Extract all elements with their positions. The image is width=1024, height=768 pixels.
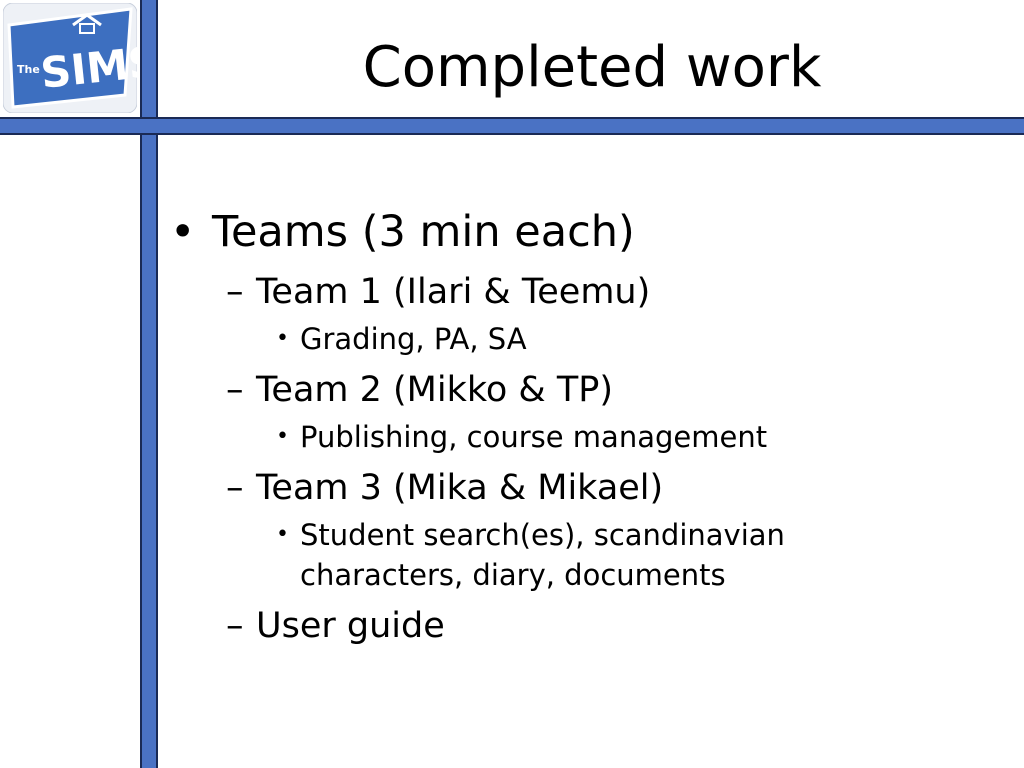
vertical-divider-bar (140, 0, 158, 768)
dash-icon: – (226, 606, 244, 646)
bullet-dot-icon: • (276, 326, 289, 351)
sims-logo-graphic: The SIMS (2, 2, 161, 114)
bullet-text: Publishing, course management (300, 420, 768, 454)
bullet-level3-team2-detail: • Publishing, course management (276, 417, 900, 457)
bullet-level2-user-guide: – User guide (226, 603, 1010, 649)
horizontal-divider-bar (0, 117, 1024, 135)
logo-text-the: The (17, 63, 40, 76)
bullet-level2-team2: – Team 2 (Mikko & TP) (226, 367, 1010, 413)
bullet-level2-team1: – Team 1 (Ilari & Teemu) (226, 269, 1010, 315)
dash-icon: – (226, 272, 244, 312)
house-roof-icon (72, 13, 102, 34)
dash-icon: – (226, 468, 244, 508)
bullet-text: Team 3 (Mika & Mikael) (256, 468, 664, 508)
bullet-level3-team1-detail: • Grading, PA, SA (276, 319, 900, 359)
bullet-text: Student search(es), scandinavian charact… (300, 518, 785, 592)
bullet-text: Teams (3 min each) (212, 207, 635, 257)
bullet-level1-teams: • Teams (3 min each) (170, 205, 1010, 259)
bullet-dot-icon: • (276, 424, 289, 449)
slide-title: Completed work (362, 35, 822, 100)
bullet-level2-team3: – Team 3 (Mika & Mikael) (226, 465, 1010, 511)
bullet-text: Team 2 (Mikko & TP) (256, 370, 613, 410)
sims-logo: The SIMS (2, 2, 161, 114)
slide-content: • Teams (3 min each) – Team 1 (Ilari & T… (170, 205, 1010, 653)
bullet-text: Team 1 (Ilari & Teemu) (256, 272, 651, 312)
bullet-text: User guide (256, 606, 445, 646)
bullet-dot-icon: • (276, 522, 289, 547)
dash-icon: – (226, 370, 244, 410)
bullet-level3-team3-detail: • Student search(es), scandinavian chara… (276, 515, 900, 595)
bullet-text: Grading, PA, SA (300, 322, 527, 356)
bullet-dot-icon: • (170, 207, 196, 257)
